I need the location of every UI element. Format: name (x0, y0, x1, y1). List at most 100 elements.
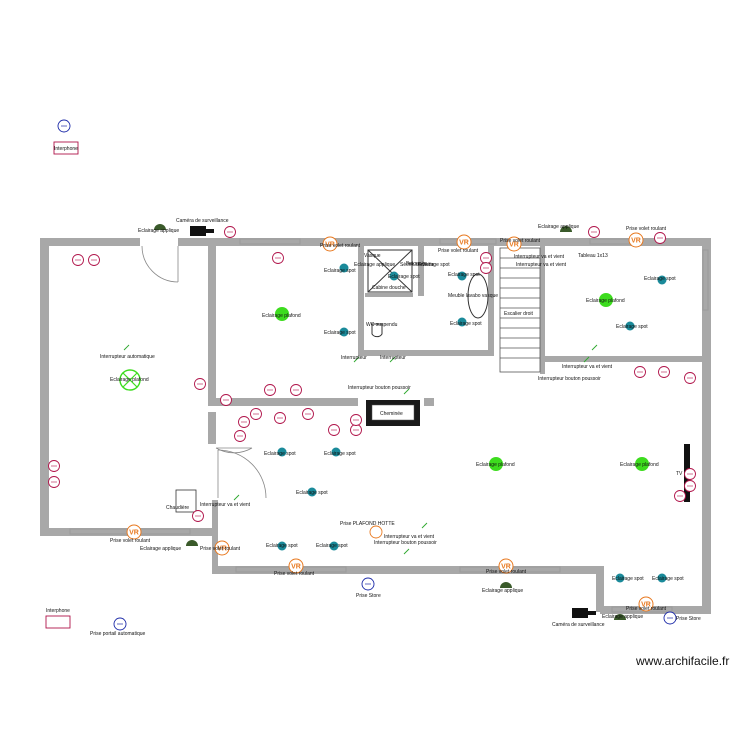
power-outlet-icon (72, 254, 84, 266)
power-outlet-icon (264, 384, 276, 396)
label-interphone-1: Interphone (54, 146, 78, 152)
label-volet-8: Prise volet roulant (626, 606, 667, 612)
svg-text:VR: VR (291, 564, 301, 571)
power-outlet-icon (290, 384, 302, 396)
switch-icon (123, 344, 130, 351)
switch-icon (591, 344, 598, 351)
label-va-vient-4: Interrupteur va et vient (200, 502, 251, 508)
automation-outlet-icon (57, 119, 71, 133)
spot-light-icon (615, 573, 625, 583)
wall-bath-bottom (358, 350, 488, 356)
label-spot-11: Eclairage spot (266, 543, 298, 549)
label-store-1: Prise Store (356, 593, 381, 599)
switch-icon (353, 356, 360, 363)
label-plafond-1: Eclairage plafond (110, 377, 149, 383)
label-applique-4: Eclairage applique (482, 588, 523, 594)
power-outlet-icon (634, 366, 646, 378)
wall-left (40, 238, 49, 536)
svg-text:VR: VR (641, 602, 651, 609)
label-cabine: Cabine douche (372, 285, 406, 291)
wall-bath-right (488, 244, 494, 356)
spot-light-icon (389, 271, 399, 281)
label-volet-2: Prise volet roulant (500, 238, 541, 244)
label-tableau: Tableau 1x13 (578, 253, 608, 259)
label-bouton-3: Interrupteur bouton poussoir (374, 540, 437, 546)
wall-bath-partition (365, 293, 413, 297)
wall-int-horizontal-2 (424, 398, 434, 406)
label-spot-7: Eclairage spot (616, 324, 648, 330)
power-outlet-icon (48, 476, 60, 488)
svg-text:VR: VR (459, 240, 469, 247)
label-meuble: Meuble lavabo vasque (448, 293, 498, 299)
label-va-vient-2: Interrupteur va et vient (516, 262, 567, 268)
label-volet-6: Prise volet roulant (274, 571, 315, 577)
wall-top-left (40, 238, 140, 246)
label-plafond-2: Eclairage plafond (262, 313, 301, 319)
camera-icon-2 (572, 608, 596, 618)
spot-light-icon (457, 271, 467, 281)
label-spot-3: Eclairage spot (448, 272, 480, 278)
watermark: www.archifacile.fr (636, 654, 730, 668)
wall-int-horizontal (208, 398, 358, 406)
ceiling-light-icon (275, 307, 289, 321)
shutter-outlet-icon: VR (214, 540, 230, 556)
label-spot-10: Eclairage spot (296, 490, 328, 496)
svg-text:VR: VR (631, 238, 641, 245)
label-interphone-2: Interphone (46, 608, 70, 614)
power-outlet-icon (654, 232, 666, 244)
wall-light-icon (614, 614, 626, 620)
shutter-outlet-icon: VR (498, 558, 514, 574)
bathtub (467, 273, 489, 319)
label-bouton-2: Interrupteur bouton poussoir (538, 376, 601, 382)
wall-stair-right (540, 244, 545, 374)
svg-text:VR: VR (501, 564, 511, 571)
wall-light-icon (154, 224, 166, 230)
power-outlet-icon (194, 378, 206, 390)
shutter-outlet-icon: VR (126, 524, 142, 540)
label-volet-5: Prise volet roulant (200, 546, 241, 552)
label-va-vient-1: Interrupteur va et vient (514, 254, 565, 260)
label-applique-3: Eclairage applique (140, 546, 181, 552)
label-bouton-1: Interrupteur bouton poussoir (348, 385, 411, 391)
spot-light-icon (625, 321, 635, 331)
svg-text:VR: VR (217, 546, 227, 553)
label-plafond-3: Eclairage plafond (586, 298, 625, 304)
label-spot-2: Eclairage spot (388, 274, 420, 280)
power-outlet-icon (274, 412, 286, 424)
power-outlet-icon (192, 510, 204, 522)
label-applique-6: Eclairage applique (354, 262, 395, 268)
label-interrupteur-1: Interrupteur (341, 355, 367, 361)
spot-light-icon (457, 317, 467, 327)
wall-top-mid (178, 238, 366, 246)
label-applique-1: Eclairage applique (138, 228, 179, 234)
window-right (702, 249, 709, 311)
label-volet-1: Prise volet roulant (320, 243, 361, 249)
boiler (175, 489, 197, 513)
ceiling-light-icon (489, 457, 503, 471)
spot-light-icon (277, 541, 287, 551)
spot-light-icon (329, 541, 339, 551)
power-outlet-icon (684, 372, 696, 384)
ceiling-light-icon (635, 457, 649, 471)
label-volet-3: Prise volet roulant (626, 226, 667, 232)
label-cheminee: Cheminée (380, 411, 403, 417)
ceiling-light-icon (599, 293, 613, 307)
label-vasque: Vasque (364, 253, 381, 259)
stair-steps (500, 257, 540, 359)
power-outlet-icon (684, 480, 696, 492)
power-outlet-icon (350, 414, 362, 426)
wall-light-icon (186, 540, 198, 546)
shutter-outlet-icon: VR (322, 236, 338, 252)
label-spot-5: Eclairage spot (450, 321, 482, 327)
intercom-icon (53, 141, 79, 155)
power-outlet-icon (238, 416, 250, 428)
wall-int-vertical-2 (208, 412, 216, 444)
spot-light-icon (307, 487, 317, 497)
shutter-outlet-icon: VR (288, 558, 304, 574)
wall-light-icon (560, 226, 572, 232)
label-camera-1: Caméra de surveillance (176, 218, 229, 224)
wall-room-right (545, 356, 705, 362)
spot-light-icon (277, 447, 287, 457)
